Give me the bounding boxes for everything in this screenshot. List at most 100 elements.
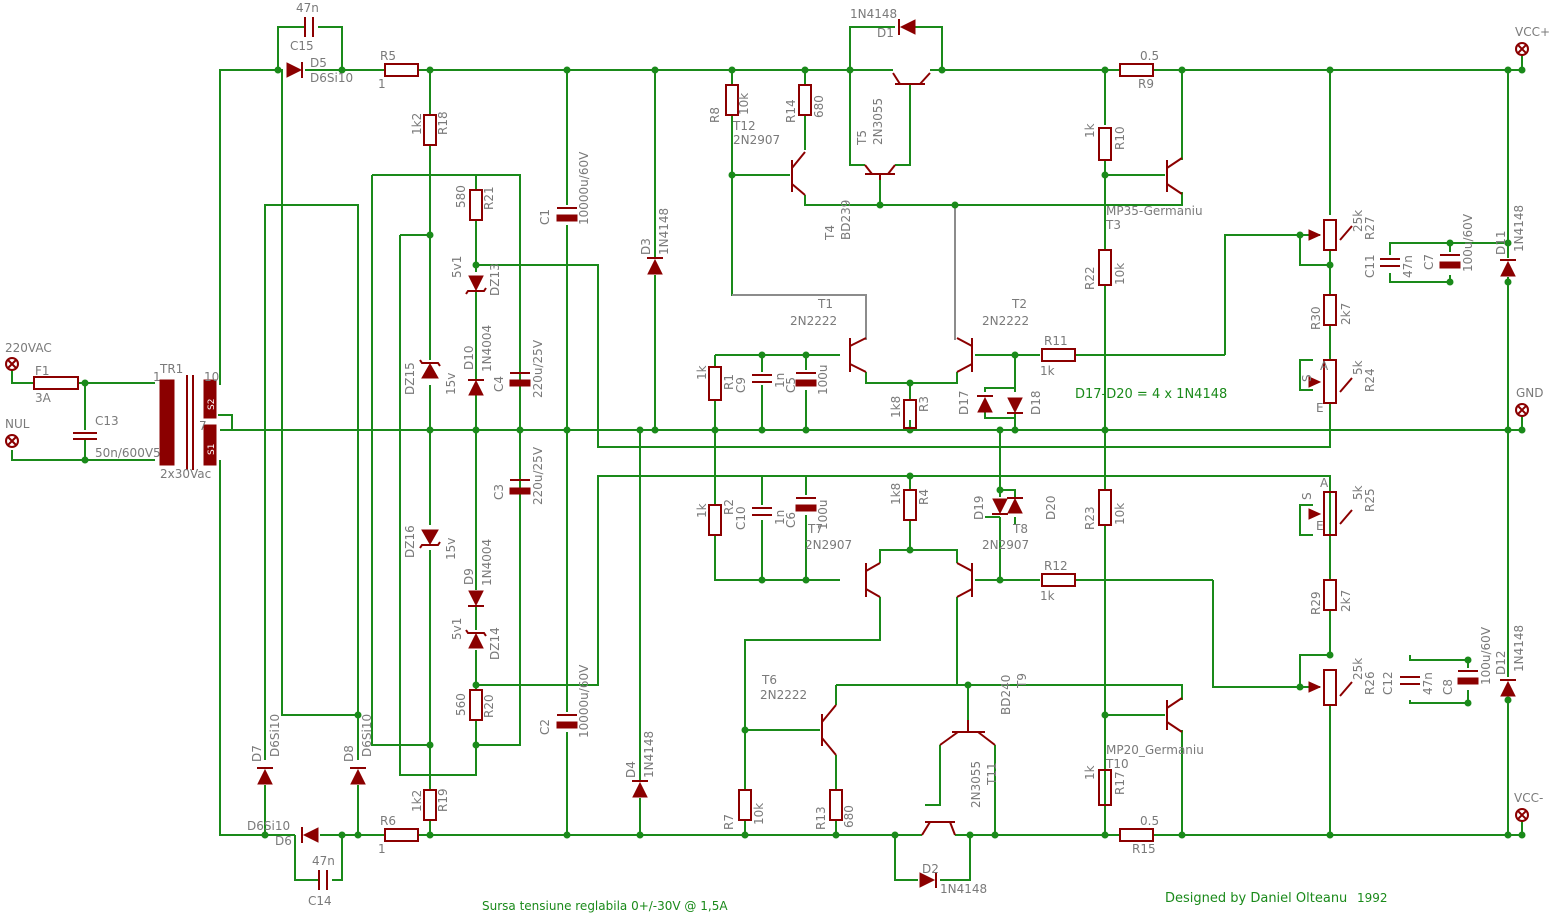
label-c12-val: 47n	[1421, 672, 1435, 695]
capacitor-c2-icon	[556, 714, 578, 729]
label-t7: T7	[807, 522, 823, 536]
capacitor-c7-icon	[1439, 254, 1461, 269]
label-dz13-val: 5v1	[450, 256, 464, 278]
resistor-r9-icon	[1119, 63, 1154, 77]
label-d4: D4	[624, 761, 638, 778]
label-r10-val: 1k	[1083, 123, 1097, 138]
zener-dz14-icon	[465, 629, 487, 649]
label-d17: D17	[957, 390, 971, 415]
label-t12-val: 2N2907	[733, 133, 780, 147]
label-220vac: 220VAC	[5, 341, 52, 355]
label-pot-e-bot: E	[1316, 519, 1324, 533]
label-r5: R5	[380, 49, 396, 63]
label-r14: R14	[784, 99, 798, 123]
potentiometer-r24-icon	[1308, 359, 1353, 404]
label-tr-7: 7	[199, 419, 207, 433]
label-gnd: GND	[1516, 386, 1544, 400]
label-r10: R10	[1113, 126, 1127, 150]
terminal-220vac-icon	[5, 357, 19, 371]
fuse-icon	[33, 376, 79, 390]
diode-d6-icon	[301, 827, 319, 843]
label-c14-val: 47n	[312, 854, 335, 868]
label-dz15: DZ15	[403, 362, 417, 395]
resistor-r17-icon	[1098, 769, 1112, 806]
resistor-r4-icon	[903, 489, 917, 521]
label-d7: D7	[250, 745, 264, 762]
label-tr-s1: S1	[207, 444, 217, 455]
label-c10-val: 1n	[773, 510, 787, 525]
label-d3-val: 1N4148	[657, 208, 671, 255]
label-t9-val: BD240	[999, 675, 1013, 715]
label-r22: R22	[1083, 266, 1097, 290]
diode-d17-icon	[977, 395, 993, 413]
zener-dz16-icon	[419, 529, 441, 549]
label-c13: C13	[95, 414, 119, 428]
potentiometer-r26-icon	[1308, 669, 1353, 706]
label-r5-val: 1	[378, 77, 386, 91]
label-r17-val: 1k	[1083, 765, 1097, 780]
label-r6-val: 1	[378, 842, 386, 856]
diode-d20-icon	[1007, 497, 1023, 514]
resistor-r8-icon	[725, 84, 739, 116]
label-r3-val: 1k8	[889, 396, 903, 418]
label-c8: C8	[1441, 679, 1455, 695]
label-nul: NUL	[5, 417, 30, 431]
label-dz14: DZ14	[488, 627, 502, 660]
label-d6-val: D6Si10	[247, 819, 290, 833]
label-tr1: TR1	[159, 362, 183, 376]
label-d19: D19	[972, 495, 986, 520]
label-pot-e-top: E	[1316, 401, 1324, 415]
resistor-r18-icon	[423, 114, 437, 146]
label-t9: T9	[1015, 673, 1029, 689]
label-r7: R7	[722, 814, 736, 830]
resistor-r14-icon	[798, 84, 812, 116]
label-r20-val: 560	[454, 693, 468, 716]
label-t10-val: MP20_Germaniu	[1106, 743, 1204, 757]
label-t5: T5	[855, 130, 869, 146]
label-r18: R18	[436, 111, 450, 135]
label-r26-val: 25k	[1351, 658, 1365, 680]
label-d5-val: D6Si10	[310, 71, 353, 85]
capacitor-c14-icon	[318, 870, 328, 890]
label-d1: D1	[877, 26, 894, 40]
transistor-t6-icon	[821, 704, 837, 756]
label-d7-val: D6Si10	[268, 714, 282, 757]
transistor-t10-icon	[1166, 697, 1183, 733]
transistor-t8-icon	[956, 562, 973, 598]
potentiometer-r25-icon	[1308, 491, 1353, 536]
resistor-r1-icon	[708, 366, 722, 401]
label-c6: C6	[784, 512, 798, 528]
label-r19-val: 1k2	[410, 790, 424, 812]
label-r14-val: 680	[812, 95, 826, 118]
label-c3: C3	[492, 484, 506, 500]
label-c4: C4	[492, 376, 506, 392]
label-t11: T11	[985, 762, 999, 786]
label-r25-val: 5k	[1351, 485, 1365, 500]
wires	[11, 26, 1523, 881]
label-r4: R4	[917, 489, 931, 505]
label-vcc-plus: VCC+	[1515, 25, 1550, 39]
terminal-gnd-icon	[1515, 403, 1529, 417]
label-t3: T3	[1105, 218, 1121, 232]
resistor-r12-icon	[1041, 573, 1076, 587]
capacitor-c12-icon	[1400, 676, 1420, 685]
diode-d18-icon	[1007, 397, 1023, 414]
label-r11: R11	[1044, 334, 1068, 348]
label-t10: T10	[1105, 757, 1129, 771]
label-r29: R29	[1309, 591, 1323, 615]
labels: 220VAC NUL F1 3A C13 50n/600V5 TR1 2x30V…	[5, 1, 1550, 913]
capacitor-c3-icon	[509, 479, 531, 495]
resistor-r6-icon	[384, 828, 419, 842]
resistor-r29-icon	[1323, 579, 1337, 611]
label-r13: R13	[814, 806, 828, 830]
label-r26: R26	[1363, 671, 1377, 695]
label-c5-val: 100u	[816, 364, 830, 395]
label-r21-val: 580	[454, 185, 468, 208]
resistor-r30-icon	[1323, 294, 1337, 326]
diode-d10-icon	[468, 379, 484, 396]
label-note-d17: D17-D20 = 4 x 1N4148	[1075, 387, 1227, 402]
label-t6-val: 2N2222	[760, 688, 807, 702]
label-d18: D18	[1029, 390, 1043, 415]
label-d20: D20	[1044, 495, 1058, 520]
label-r1-val: 1k	[695, 365, 709, 380]
